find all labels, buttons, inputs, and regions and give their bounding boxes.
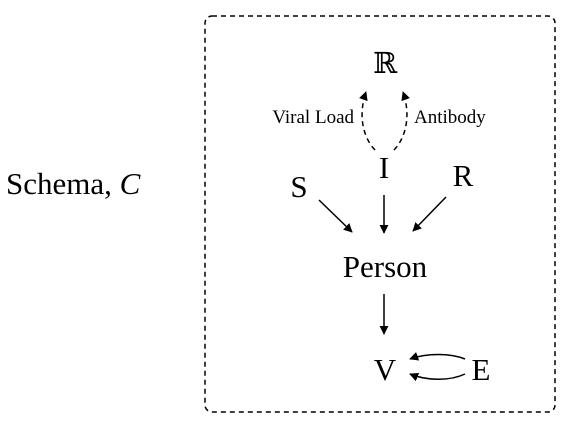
schema-label: Schema, C [6, 166, 141, 201]
schema-label-variable: C [120, 166, 141, 201]
edge-antibody-arrow [393, 91, 410, 151]
edge-label-antibody: Antibody [414, 107, 486, 128]
node-r: R [453, 158, 474, 193]
node-v: V [374, 352, 397, 387]
edge-e-to-v-arrow-lower [409, 372, 466, 382]
edge-viral-load-arrow [359, 91, 376, 151]
schema-label-prefix: Schema, [6, 166, 120, 201]
node-i: I [379, 150, 389, 185]
node-person: Person [343, 249, 428, 284]
edge-e-to-v-arrow-upper [409, 352, 466, 361]
edge-r-to-person-arrow [412, 196, 447, 232]
node-s: S [290, 169, 307, 204]
edge-s-to-person-arrow [318, 199, 353, 233]
edge-label-viral-load: Viral Load [272, 107, 354, 128]
node-e: E [472, 352, 491, 387]
node-reals: ℝ [373, 48, 398, 80]
